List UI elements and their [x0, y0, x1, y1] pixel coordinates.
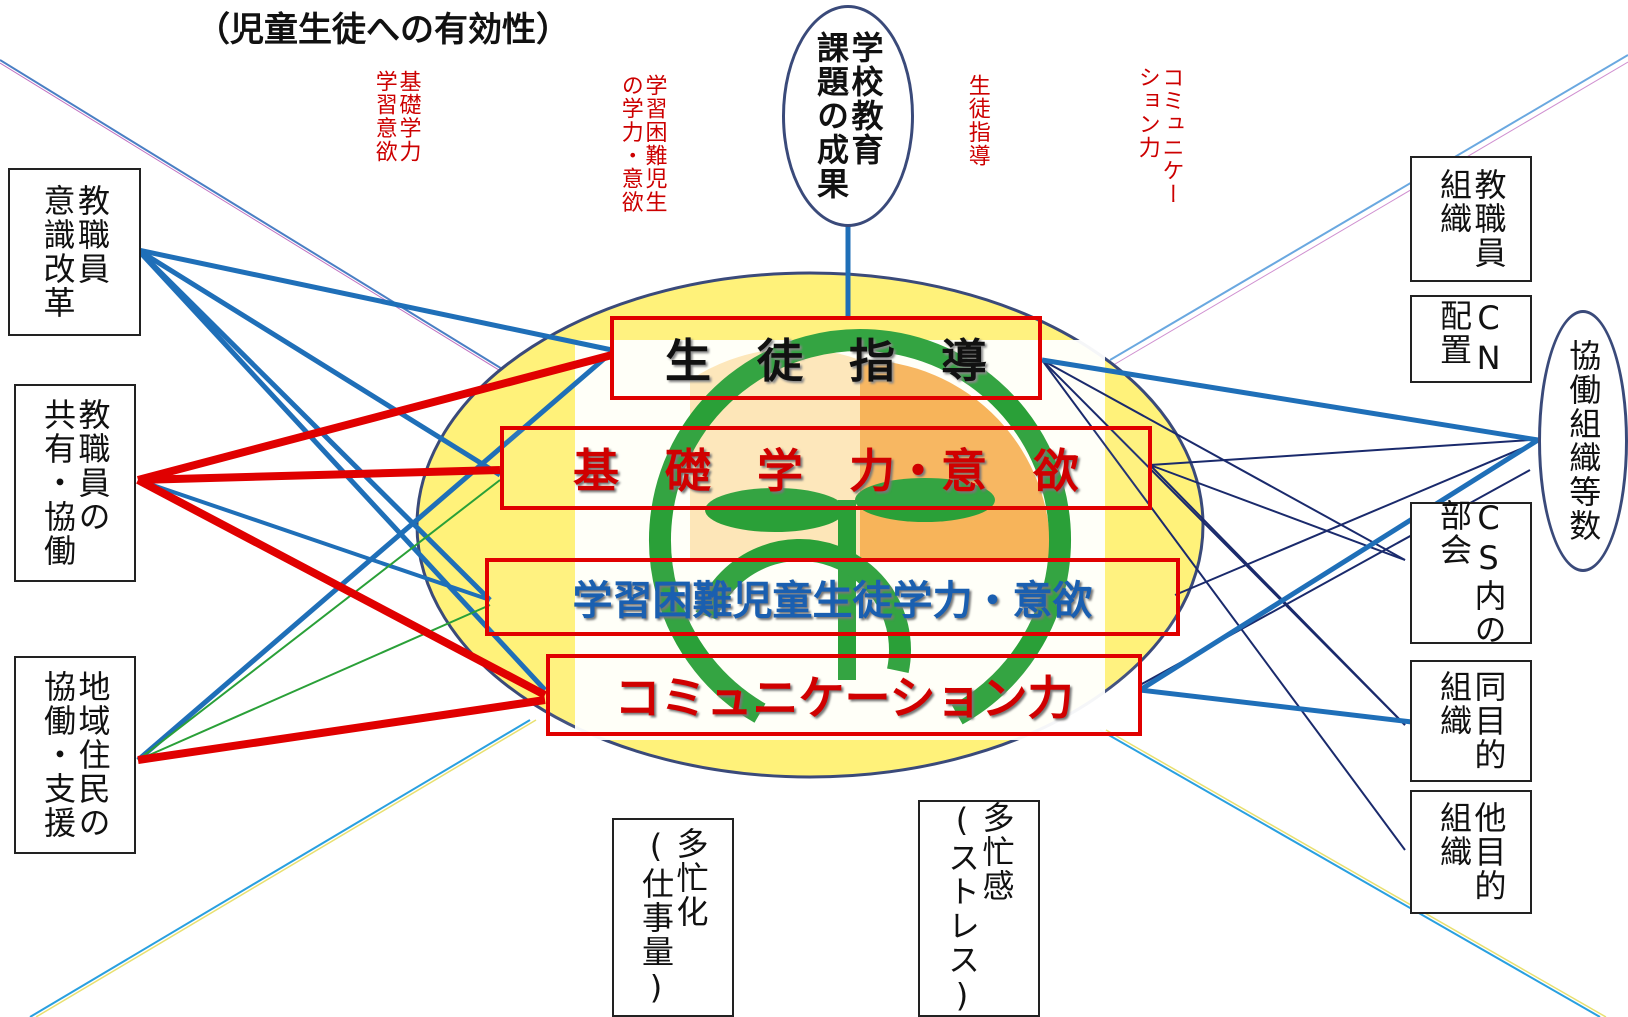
- staff-org-label: 教職員 組織: [1435, 168, 1508, 270]
- community-support-box: 地域住民の 協働・支援: [14, 656, 136, 854]
- busyness-workload-box: 多忙化 (仕事量): [612, 818, 734, 1017]
- other-purpose-org-label: 他目的 組織: [1435, 801, 1508, 903]
- cn-placement-label: CN 配置: [1435, 299, 1508, 379]
- other-purpose-org-box: 他目的 組織: [1410, 790, 1532, 914]
- same-purpose-org-box: 同目的 組織: [1410, 660, 1532, 782]
- busyness-stress-box: 多忙感 (ストレス): [918, 800, 1040, 1017]
- band-seito-shido-label: 生 徒 指 導: [665, 334, 987, 388]
- label-kiso-gakuryoku: 基礎学力 学習意欲: [371, 70, 421, 164]
- band-seito-shido: 生 徒 指 導: [610, 316, 1042, 400]
- staff-org-box: 教職員 組織: [1410, 156, 1532, 282]
- same-purpose-org-label: 同目的 組織: [1435, 670, 1508, 772]
- teacher-sharing-label: 教職員の 共有・協働: [39, 398, 112, 568]
- cn-placement-box: CN 配置: [1410, 295, 1532, 383]
- page-title: （児童生徒への有効性）: [196, 10, 570, 50]
- teacher-awareness-box: 教職員 意識改革: [8, 168, 141, 336]
- busyness-workload-label: 多忙化 (仕事量): [637, 826, 710, 1009]
- school-outcome-label: 学校教育 課題の成果: [812, 31, 885, 201]
- community-support-label: 地域住民の 協働・支援: [39, 670, 112, 840]
- collab-org-count-label: 協働組織等数: [1564, 339, 1603, 543]
- band-communication: コミュニケーション力: [546, 654, 1142, 736]
- band-konnan-gakuryoku: 学習困難児童生徒学力・意欲: [485, 558, 1180, 636]
- busyness-stress-label: 多忙感 (ストレス): [943, 800, 1016, 1017]
- band-communication-label: コミュニケーション力: [614, 671, 1074, 725]
- label-seito-shido: 生徒指導: [964, 74, 990, 168]
- teacher-awareness-label: 教職員 意識改革: [38, 184, 112, 320]
- cs-committee-label: CS内の 部会: [1435, 499, 1508, 647]
- band-kiso-gakuryoku: 基 礎 学 力・意 欲: [500, 426, 1152, 510]
- label-konnan-gakuryoku: 学習困難児生 の学力・意欲: [617, 74, 667, 214]
- band-konnan-gakuryoku-label: 学習困難児童生徒学力・意欲: [572, 578, 1093, 624]
- label-communication: コミュニケー ション力: [1134, 66, 1184, 206]
- collab-org-count-ellipse: 協働組織等数: [1538, 310, 1628, 572]
- school-outcome-ellipse: 学校教育 課題の成果: [782, 5, 914, 227]
- cs-committee-box: CS内の 部会: [1410, 499, 1532, 647]
- band-kiso-gakuryoku-label: 基 礎 学 力・意 欲: [573, 444, 1079, 498]
- teacher-sharing-box: 教職員の 共有・協働: [14, 384, 136, 582]
